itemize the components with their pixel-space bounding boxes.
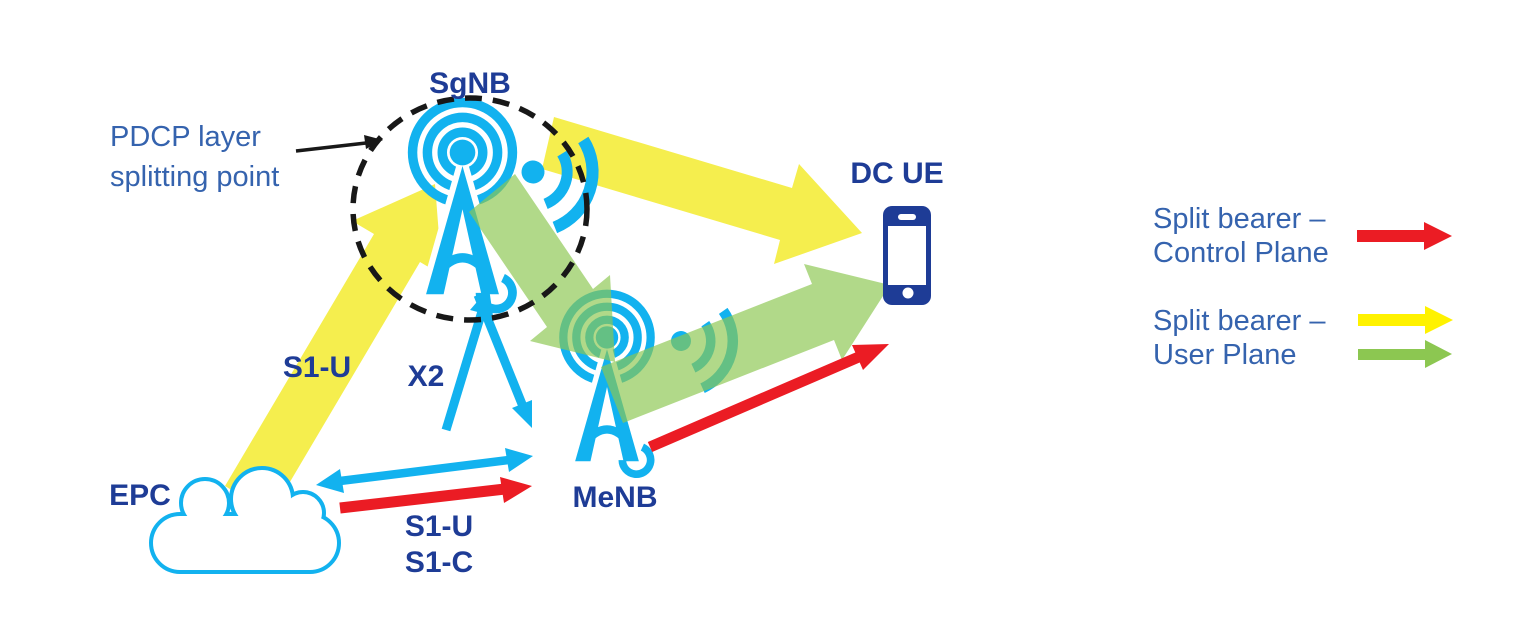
pdcp-annotation-line2: splitting point <box>110 161 279 193</box>
pdcp-split-circle <box>350 95 590 323</box>
s1u-upper-label: S1-U <box>283 351 351 384</box>
s1-link-arrow-epc-menb <box>316 448 533 493</box>
legend: Split bearer – Control Plane Split beare… <box>1153 203 1453 371</box>
menb-label: MeNB <box>572 481 657 514</box>
control-plane-arrow-menb-to-ue <box>647 344 889 453</box>
sgnb-antenna-icon <box>407 97 518 314</box>
sgnb-label: SgNB <box>429 67 511 100</box>
user-plane-arrow-epc-to-sgnb <box>225 184 442 514</box>
pdcp-annotation-line1: PDCP layer <box>110 121 261 153</box>
s1u-lower-label: S1-U <box>405 510 473 543</box>
pdcp-pointer-arrow <box>295 135 383 153</box>
legend-control-line1: Split bearer – <box>1153 203 1326 235</box>
user-plane-arrow-menb-to-ue <box>601 264 890 423</box>
legend-control-line2: Control Plane <box>1153 237 1329 269</box>
legend-user-line1: Split bearer – <box>1153 305 1326 337</box>
user-plane-arrow-sgnb-to-ue <box>542 117 862 264</box>
control-plane-arrow-epc-to-menb <box>339 477 532 514</box>
epc-label: EPC <box>109 479 171 512</box>
phone-icon <box>883 206 931 305</box>
legend-green-arrow <box>1358 340 1452 368</box>
sgnb-signal-waves-icon <box>521 136 599 234</box>
user-plane-arrow-sgnb-to-menb <box>469 174 615 362</box>
s1c-lower-label: S1-C <box>405 546 473 579</box>
epc-cloud-icon <box>149 466 341 574</box>
dc-ue-label: DC UE <box>850 157 943 190</box>
legend-red-arrow <box>1357 222 1452 250</box>
legend-user-line2: User Plane <box>1153 339 1296 371</box>
x2-label: X2 <box>408 360 445 393</box>
legend-yellow-arrow <box>1358 306 1453 334</box>
x2-arrow-down <box>473 293 532 428</box>
